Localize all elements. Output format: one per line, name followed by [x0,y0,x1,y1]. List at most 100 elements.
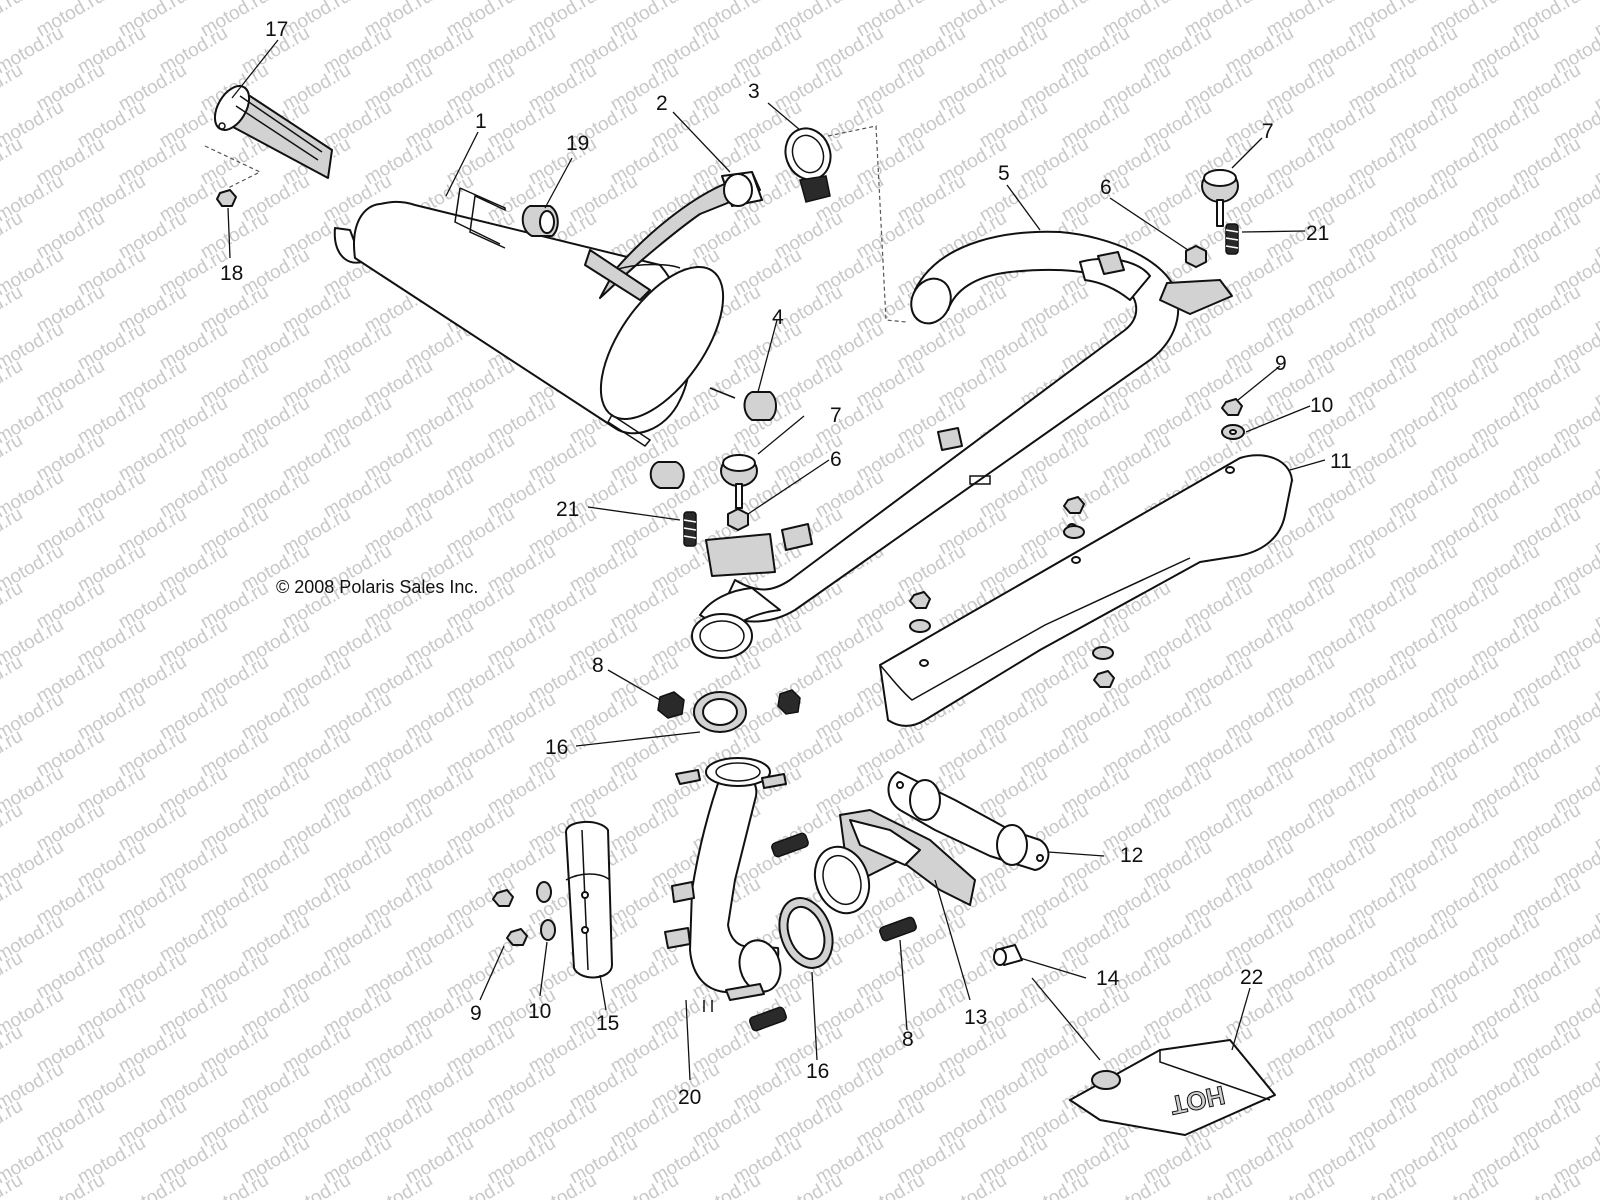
part-20-lower-pipe [664,757,787,1012]
callout-14: 14 [1096,967,1120,990]
watermark-text: motod.ru [0,652,26,708]
part-3-clamp [784,127,832,203]
callout-8-lower: 8 [902,1028,914,1051]
watermark-text: motod.ru [0,800,26,856]
callout-21-upper: 21 [1306,222,1329,245]
watermark-text: motod.ru [1181,1170,1256,1200]
part-4-grommets [649,391,777,489]
watermark-text: motod.ru [0,948,26,1004]
watermark-text: motod.ru [115,1170,190,1200]
part-17-spark-arrestor [213,85,333,179]
part-8-spring-lower-b [879,916,917,942]
part-6-nut-upper [1185,245,1207,268]
callout-17: 17 [265,18,288,41]
watermark-text: motod.ru [1345,1170,1420,1200]
part-8-spring-lower-a [771,832,809,858]
part-19-grommet [521,205,559,237]
part-8-spring-lower-c [749,1006,787,1032]
watermark-text: motod.ru [0,356,26,412]
part-10-washer-lower [536,881,556,941]
watermark-text: motod.ru [1099,1170,1174,1200]
part-13-manifold [813,809,976,915]
watermark-text: motod.ru [0,60,26,116]
watermark-text: motod.ru [1017,1170,1092,1200]
watermark-text: motod.ru [1591,0,1600,41]
part-16-gasket-upper [693,691,747,733]
watermark-text: motod.ru [0,504,26,560]
callout-7-upper: 7 [1262,120,1274,143]
callout-22: 22 [1240,966,1263,989]
watermark-text: motod.ru [607,1170,682,1200]
part-15-lower-heat-shield [565,821,613,979]
callout-16-lower: 16 [806,1060,829,1083]
watermark-text: motod.ru [853,1170,928,1200]
part-21-spring-lower [683,511,697,547]
part-22-skid-plate: HOT [1069,1039,1276,1136]
watermark-text: motod.ru [525,1170,600,1200]
watermark-text: motod.ru [0,0,26,41]
watermark-text: motod.ru [443,1170,518,1200]
callout-13: 13 [964,1006,987,1029]
part-18-screw [216,189,237,207]
part-21-spring-upper [1225,223,1239,255]
callout-5: 5 [998,162,1010,185]
watermark-text: motod.ru [279,1170,354,1200]
callout-2: 2 [656,92,668,115]
alignment-lines [204,125,907,323]
part-11-heat-shield [879,454,1293,727]
watermark-text: motod.ru [935,1170,1010,1200]
part-7-mount-lower [720,454,758,509]
watermark-text: motod.ru [361,1170,436,1200]
watermark-text: motod.ru [0,1096,26,1152]
part-2-sleeve [721,171,763,207]
callout-9-lower: 9 [470,1002,482,1025]
watermark-text: motod.ru [0,134,26,190]
callout-labels: 17 18 1 19 2 3 4 5 6 7 21 9 10 11 7 6 21… [220,18,1352,1109]
watermark-text: motod.ru [1509,1170,1584,1200]
callout-19: 19 [566,132,589,155]
part-9-screw-lower [492,889,528,946]
watermark-text: motod.ru [0,726,26,782]
watermark-text: motod.ru [0,430,26,486]
part-1-muffler [333,171,761,447]
leader-lines [227,39,1326,1081]
watermark-text: motod.ru [771,1170,846,1200]
callout-16-upper: 16 [545,736,568,759]
watermark-text: motod.ru [1591,1170,1600,1200]
callout-1: 1 [475,110,487,133]
callout-7-lower: 7 [830,404,842,427]
callout-3: 3 [748,80,760,103]
callout-10-upper: 10 [1310,394,1333,417]
part-14-bolt [993,944,1023,966]
copyright-notice: © 2008 Polaris Sales Inc. [276,577,478,597]
callout-18: 18 [220,262,243,285]
callout-15: 15 [596,1012,619,1035]
part-6-nut-lower [727,508,749,531]
part-9-screw-upper [1221,398,1243,416]
callout-21-lower: 21 [556,498,579,521]
watermark-text: motod.ru [197,1170,272,1200]
callout-9-upper: 9 [1275,352,1287,375]
watermark-text: motod.ru [1263,1170,1338,1200]
callout-6-upper: 6 [1100,176,1112,199]
callout-4: 4 [772,306,784,329]
watermark-text: motod.ru [0,1022,26,1078]
watermark-text: motod.ru [689,1170,764,1200]
part-8-nut-right [777,689,801,715]
callout-12: 12 [1120,844,1143,867]
part-12-manifold-gasket [887,771,1050,871]
watermark-text: motod.ru [0,874,26,930]
callout-8-upper: 8 [592,654,604,677]
part-7-mount-upper [1201,169,1239,227]
watermark-text: motod.ru [1427,1170,1502,1200]
watermark-text: motod.ru [0,282,26,338]
part-5-head-pipe [691,230,1233,659]
callout-10-lower: 10 [528,1000,551,1023]
part-10-washer-upper [1221,424,1245,440]
part-16-gasket-lower [778,897,834,969]
watermark-text: motod.ru [33,1170,108,1200]
callout-20: 20 [678,1086,701,1109]
watermark-text: motod.ru [0,208,26,264]
callout-6-lower: 6 [830,448,842,471]
